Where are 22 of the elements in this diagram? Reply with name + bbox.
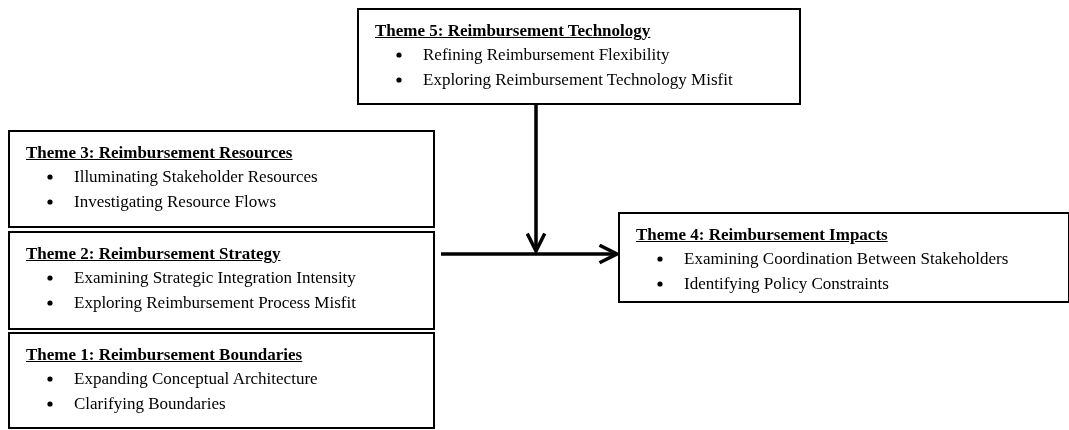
theme-heading: Theme 4: Reimbursement Impacts	[636, 224, 888, 246]
bullet-item: Clarifying Boundaries	[74, 393, 226, 415]
bullet-item: Exploring Reimbursement Technology Misfit	[423, 69, 733, 91]
bullet-item: Identifying Policy Constraints	[684, 273, 889, 295]
theme-box	[8, 231, 435, 330]
theme-box	[357, 8, 801, 105]
bullet-item: Expanding Conceptual Architecture	[74, 368, 318, 390]
bullet-item: Examining Coordination Between Stakeholders	[684, 248, 1009, 270]
theme-box	[8, 332, 435, 429]
theme-heading: Theme 1: Reimbursement Boundaries	[26, 344, 303, 366]
theme-box	[8, 130, 435, 228]
arrow	[441, 243, 619, 265]
bullet-item: Illuminating Stakeholder Resources	[74, 166, 318, 188]
theme-box	[618, 212, 1069, 303]
theme-heading: Theme 5: Reimbursement Technology	[375, 20, 651, 42]
theme-heading: Theme 2: Reimbursement Strategy	[26, 243, 281, 265]
bullet-item: Exploring Reimbursement Process Misfit	[74, 292, 356, 314]
theme-heading: Theme 3: Reimbursement Resources	[26, 142, 293, 164]
arrow	[525, 105, 547, 253]
bullet-item: Refining Reimbursement Flexibility	[423, 44, 670, 66]
bullet-item: Investigating Resource Flows	[74, 191, 277, 213]
bullet-item: Examining Strategic Integration Intensity	[74, 267, 356, 289]
